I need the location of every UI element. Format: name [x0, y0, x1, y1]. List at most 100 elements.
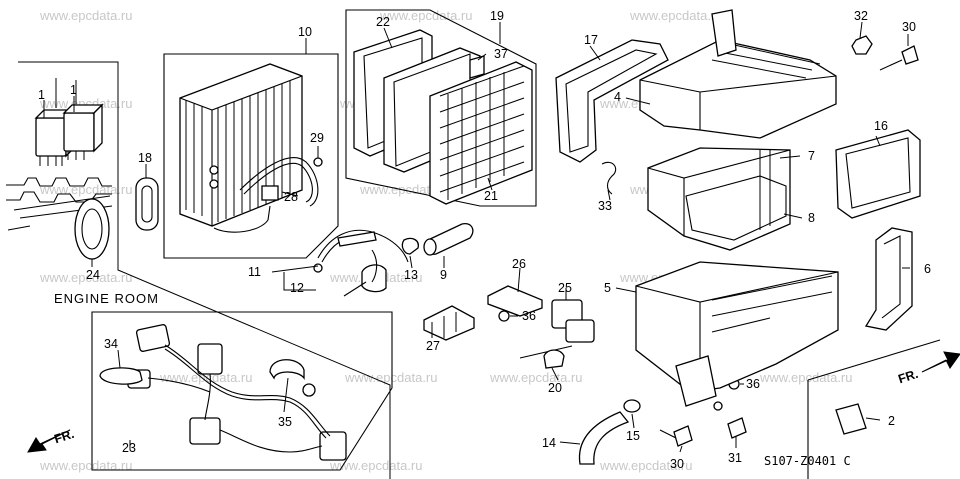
callout-4: 4 [614, 90, 621, 104]
harness-panel [91, 311, 393, 471]
callout-5: 5 [604, 281, 611, 295]
callout-37: 37 [494, 47, 508, 61]
grommet-13 [401, 237, 419, 255]
callout-9: 9 [440, 268, 447, 282]
connector [189, 417, 221, 445]
callout-12: 12 [290, 281, 304, 295]
grommet-15 [623, 399, 641, 413]
evaporator-panel [163, 53, 339, 259]
callout-1: 1 [38, 88, 45, 102]
callout-21: 21 [484, 189, 498, 203]
relay [63, 112, 95, 152]
callout-14: 14 [542, 436, 556, 450]
callout-20: 20 [548, 381, 562, 395]
filter-group [345, 9, 537, 207]
watermark: www.epcdata.ru [629, 8, 723, 23]
label-2-group [807, 339, 941, 479]
seal-17 [555, 39, 669, 163]
callout-23: 23 [122, 441, 136, 455]
fr-label-left: FR. [52, 427, 75, 447]
relay-bracket [6, 177, 112, 187]
callout-15: 15 [626, 429, 640, 443]
callout-24: 24 [86, 268, 100, 282]
band-clamp [269, 359, 305, 380]
ac-label [835, 403, 867, 435]
thermistor [337, 231, 377, 247]
bracket-26 [487, 285, 543, 317]
harness-wire [164, 344, 331, 437]
callout-16: 16 [874, 119, 888, 133]
fr-label-right: FR. [896, 367, 919, 387]
bolt [673, 425, 693, 447]
callout-19: 19 [490, 9, 504, 23]
callout-10: 10 [298, 25, 312, 39]
callout-11: 11 [248, 265, 261, 279]
callout-6: 6 [924, 262, 931, 276]
sensor-20 [519, 345, 573, 359]
fr-arrow-left: FR. [27, 427, 76, 453]
upper-case [639, 39, 837, 139]
callout-25: 25 [558, 281, 572, 295]
nut-32 [851, 35, 873, 55]
watermark: www.epcdata.ru [39, 270, 133, 285]
watermark: www.epcdata.ru [39, 8, 133, 23]
watermark: www.epcdata.ru [759, 370, 853, 385]
callout-numbers: 1 1 2 4 5 6 7 8 9 10 11 12 13 14 15 16 1… [38, 9, 931, 471]
callout-13: 13 [404, 268, 418, 282]
case-group [555, 9, 921, 447]
watermark: www.epcdata.ru [329, 458, 423, 473]
relay [35, 117, 67, 157]
callout-30: 30 [902, 20, 916, 34]
callout-33: 33 [598, 199, 612, 213]
connector [197, 343, 223, 375]
evaporator-group [135, 53, 339, 259]
callout-32: 32 [854, 9, 868, 23]
callout-28: 28 [284, 190, 298, 204]
bolt [727, 417, 747, 439]
watermark: www.epcdata.ru [344, 370, 438, 385]
callout-36: 36 [522, 309, 536, 323]
engine-room-boundary [18, 61, 391, 479]
bolt [901, 45, 919, 65]
callout-1: 1 [70, 83, 77, 97]
callout-7: 7 [808, 149, 815, 163]
callout-34: 34 [104, 337, 118, 351]
callout-8: 8 [808, 211, 815, 225]
diagram-code: S107-Z0401 C [764, 454, 851, 468]
drain-hose [578, 411, 630, 465]
callout-26: 26 [512, 257, 526, 271]
grommet [74, 198, 110, 260]
screw [713, 401, 723, 411]
small-parts-group [423, 161, 740, 465]
middle-case [647, 147, 791, 251]
callout-18: 18 [138, 151, 152, 165]
fr-arrow-right: FR. [896, 351, 960, 387]
sensor-group [313, 223, 474, 297]
callout-30: 30 [670, 457, 684, 471]
connector [135, 324, 171, 352]
callout-2: 2 [888, 414, 895, 428]
band-clamp [99, 367, 143, 385]
clip-33 [601, 161, 617, 195]
callout-31: 31 [728, 451, 742, 465]
leader-lines [43, 21, 910, 453]
door-6 [864, 227, 913, 331]
evaporator-pipe [239, 157, 319, 207]
inner-case [685, 175, 787, 241]
screw [498, 310, 510, 322]
clip-27 [423, 305, 475, 341]
callout-22: 22 [376, 15, 390, 29]
engine-room-caption: ENGINE ROOM [54, 291, 159, 306]
watermark: www.epcdata.ru [39, 96, 133, 111]
callout-36: 36 [746, 377, 760, 391]
callout-17: 17 [584, 33, 598, 47]
watermark: www.epcdata.ru [39, 458, 133, 473]
watermark: www.epcdata.ru [599, 458, 693, 473]
watermark: www.epcdata.ru [489, 370, 583, 385]
harness-group [91, 311, 393, 471]
callout-29: 29 [310, 131, 324, 145]
callout-27: 27 [426, 339, 440, 353]
filter-panel [345, 9, 537, 207]
callout-35: 35 [278, 415, 292, 429]
